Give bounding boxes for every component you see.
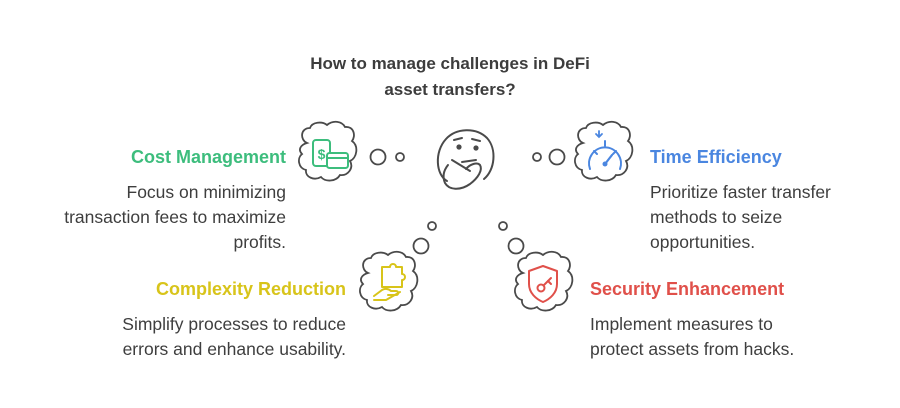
cost-management-heading: Cost Management (130, 147, 286, 167)
complexity-line-2: errors and enhance usability. (122, 339, 346, 359)
security-line-1: Implement measures to (590, 314, 773, 334)
complexity-reduction-description: Simplify processes to reduce errors and … (122, 312, 346, 362)
thinking-face-icon (436, 129, 495, 190)
title-line-1: How to manage challenges in DeFi (310, 54, 590, 73)
cost-line-2: transaction fees to maximize (64, 207, 286, 227)
cost-line-1: Focus on minimizing (126, 182, 287, 202)
time-line-1: Prioritize faster transfer (650, 182, 831, 202)
money-cards-icon: $ (298, 120, 358, 182)
speedometer-icon (574, 120, 634, 182)
puzzle-hand-icon (359, 250, 419, 312)
shield-key-icon (514, 250, 574, 312)
diagram-title: How to manage challenges in DeFi asset t… (250, 51, 650, 103)
time-line-3: opportunities. (650, 232, 756, 252)
security-line-2: protect assets from hacks. (590, 339, 795, 359)
time-line-2: methods to seize (650, 207, 783, 227)
complexity-line-1: Simplify processes to reduce (122, 314, 346, 334)
cost-management-description: Focus on minimizing transaction fees to … (64, 180, 286, 255)
time-efficiency-description: Prioritize faster transfer methods to se… (650, 180, 831, 255)
security-enhancement-heading: Security Enhancement (590, 279, 785, 299)
svg-text:$: $ (318, 146, 326, 162)
security-enhancement-description: Implement measures to protect assets fro… (590, 312, 794, 362)
cost-line-3: profits. (233, 232, 286, 252)
title-line-2: asset transfers? (384, 80, 516, 99)
complexity-reduction-heading: Complexity Reduction (155, 279, 346, 299)
thought-bubbles (369, 148, 566, 255)
time-efficiency-heading: Time Efficiency (650, 147, 782, 167)
